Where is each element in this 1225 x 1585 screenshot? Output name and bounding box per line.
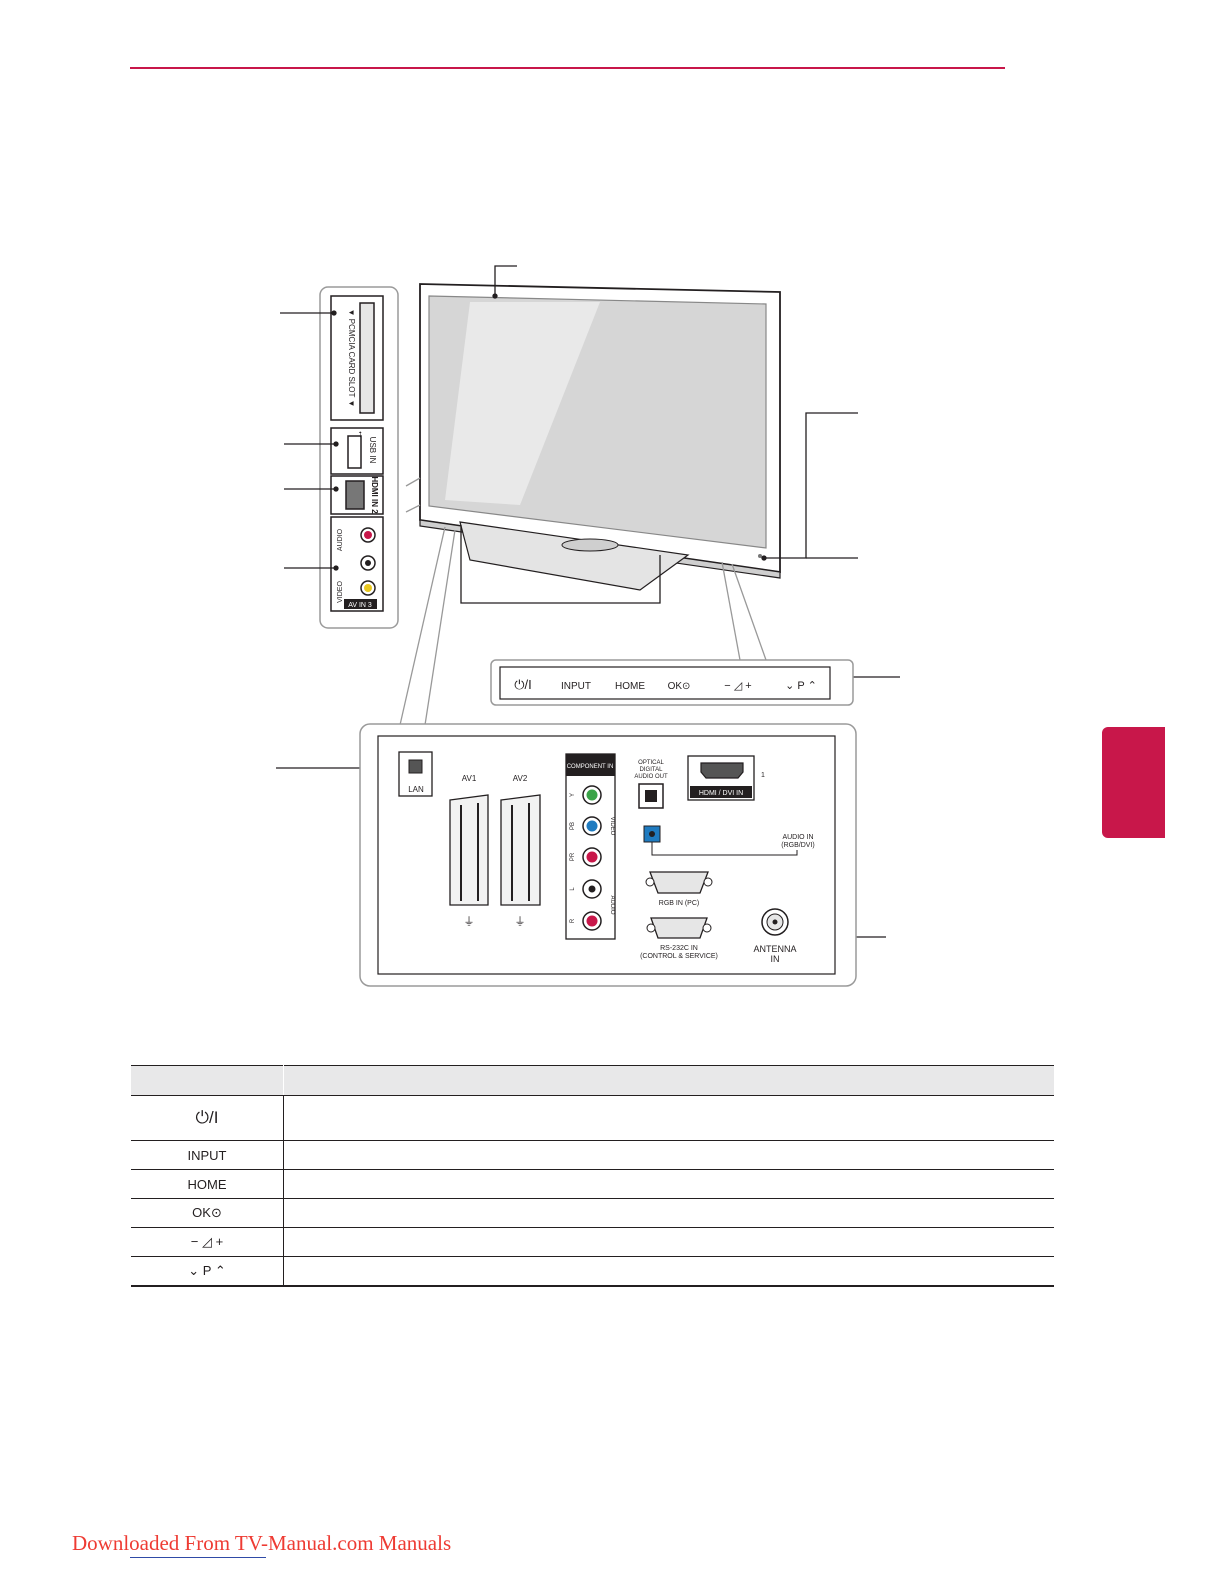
- left-callouts: [276, 310, 403, 771]
- legend-description: [283, 1256, 1054, 1287]
- audio-in-label-line1: AUDIO IN: [782, 834, 813, 841]
- rs232c-label-line2: (CONTROL & SERVICE): [640, 953, 718, 960]
- rgb-in-label: RGB IN (PC): [659, 900, 699, 907]
- table-row: OK⊙: [131, 1198, 1054, 1228]
- touch-button-bar: ⏻/I INPUT HOME OK⊙ − ◿ + ⌄ P ⌃: [490, 659, 854, 706]
- tv-front: [405, 283, 781, 591]
- component-video-label: VIDEO: [609, 817, 615, 836]
- rs232c-label-line1: RS-232C IN: [660, 945, 698, 952]
- legend-description: [283, 1198, 1054, 1228]
- zoom-lines: [399, 526, 767, 726]
- av1-label: AV1: [462, 774, 477, 783]
- usb-label: USB IN: [368, 437, 377, 464]
- program-buttons[interactable]: ⌄ P ⌃: [785, 680, 817, 692]
- audio-in-label-line2: (RGB/DVI): [781, 842, 814, 849]
- pcmcia-label: ▼ PCMCIA CARD SLOT ▼: [347, 309, 356, 408]
- table-row: INPUT: [131, 1140, 1054, 1170]
- power-button[interactable]: ⏻/I: [514, 677, 532, 692]
- legend-description: [283, 1227, 1054, 1257]
- table-row: − ◿ +: [131, 1227, 1054, 1257]
- rear-panel: LAN AV1 AV2 ⏚ ⏚ COMPONENT IN Y PB PR L R…: [359, 723, 857, 987]
- legend-symbol-program: ⌄ P ⌃: [131, 1256, 284, 1287]
- av-in-3-label: AV IN 3: [348, 602, 372, 609]
- legend-description: [283, 1140, 1054, 1170]
- antenna-label-line2: IN: [771, 954, 780, 964]
- legend-symbol-volume: − ◿ +: [131, 1227, 284, 1257]
- input-button[interactable]: INPUT: [561, 681, 591, 692]
- optical-label-line1: OPTICAL: [638, 760, 664, 766]
- component-r-label: R: [570, 918, 576, 923]
- av-audio-label: AUDIO: [337, 528, 344, 551]
- tv-connection-diagram: ▼ PCMCIA CARD SLOT ▼ USB IN ⭠ HDMI IN 2 …: [276, 265, 900, 987]
- legend-symbol-input: INPUT: [131, 1140, 284, 1170]
- table-row: ⏻/I: [131, 1095, 1054, 1141]
- legend-header-description: [283, 1065, 1054, 1096]
- av-video-label: VIDEO: [337, 581, 344, 603]
- rgb-in-port: [649, 871, 709, 894]
- lan-label: LAN: [408, 785, 424, 794]
- component-in-label: COMPONENT IN: [567, 764, 614, 770]
- component-audio-label: AUDIO: [609, 895, 615, 914]
- av2-scart-port: [500, 794, 541, 906]
- hdmi-2-label: HDMI IN 2: [370, 476, 379, 514]
- header-rule: [130, 67, 1005, 69]
- legend-header-symbol: [131, 1065, 284, 1096]
- hdmi-1-port: [700, 762, 744, 779]
- optical-label-line2: DIGITAL: [640, 767, 664, 773]
- footer-rule: [130, 1557, 266, 1558]
- usb-icon: ⭠: [356, 431, 365, 438]
- legend-symbol-power: ⏻/I: [131, 1095, 284, 1141]
- rs232c-port: [650, 917, 708, 939]
- component-pr-label: PR: [570, 852, 576, 861]
- legend-description: [283, 1095, 1054, 1141]
- component-l-label: L: [570, 887, 576, 891]
- legend-symbol-home: HOME: [131, 1169, 284, 1199]
- table-row: ⌄ P ⌃: [131, 1256, 1054, 1287]
- button-legend-table: ⏻/I INPUT HOME OK⊙ − ◿ + ⌄ P ⌃: [131, 1065, 1054, 1287]
- antenna-label-line1: ANTENNA: [753, 944, 796, 954]
- footer-download-link[interactable]: Downloaded From TV-Manual.com Manuals: [72, 1531, 452, 1555]
- legend-symbol-ok: OK⊙: [131, 1198, 284, 1228]
- av2-label: AV2: [513, 774, 528, 783]
- chapter-tab: [1102, 727, 1165, 838]
- hdmi-dvi-label: HDMI / DVI IN: [699, 790, 743, 797]
- svg-text:⏚: ⏚: [515, 915, 526, 928]
- table-row: HOME: [131, 1169, 1054, 1199]
- av1-scart-port: [449, 794, 489, 906]
- side-panel: ▼ PCMCIA CARD SLOT ▼ USB IN ⭠ HDMI IN 2 …: [319, 286, 399, 629]
- hdmi-1-number: 1: [761, 772, 765, 779]
- volume-buttons[interactable]: − ◿ +: [724, 680, 751, 692]
- home-button[interactable]: HOME: [615, 681, 645, 692]
- optical-label-line3: AUDIO OUT: [634, 774, 668, 780]
- component-pb-label: PB: [570, 822, 576, 830]
- component-y-label: Y: [570, 793, 576, 797]
- ok-button[interactable]: OK⊙: [668, 681, 691, 692]
- svg-text:⏚: ⏚: [464, 915, 475, 928]
- legend-description: [283, 1169, 1054, 1199]
